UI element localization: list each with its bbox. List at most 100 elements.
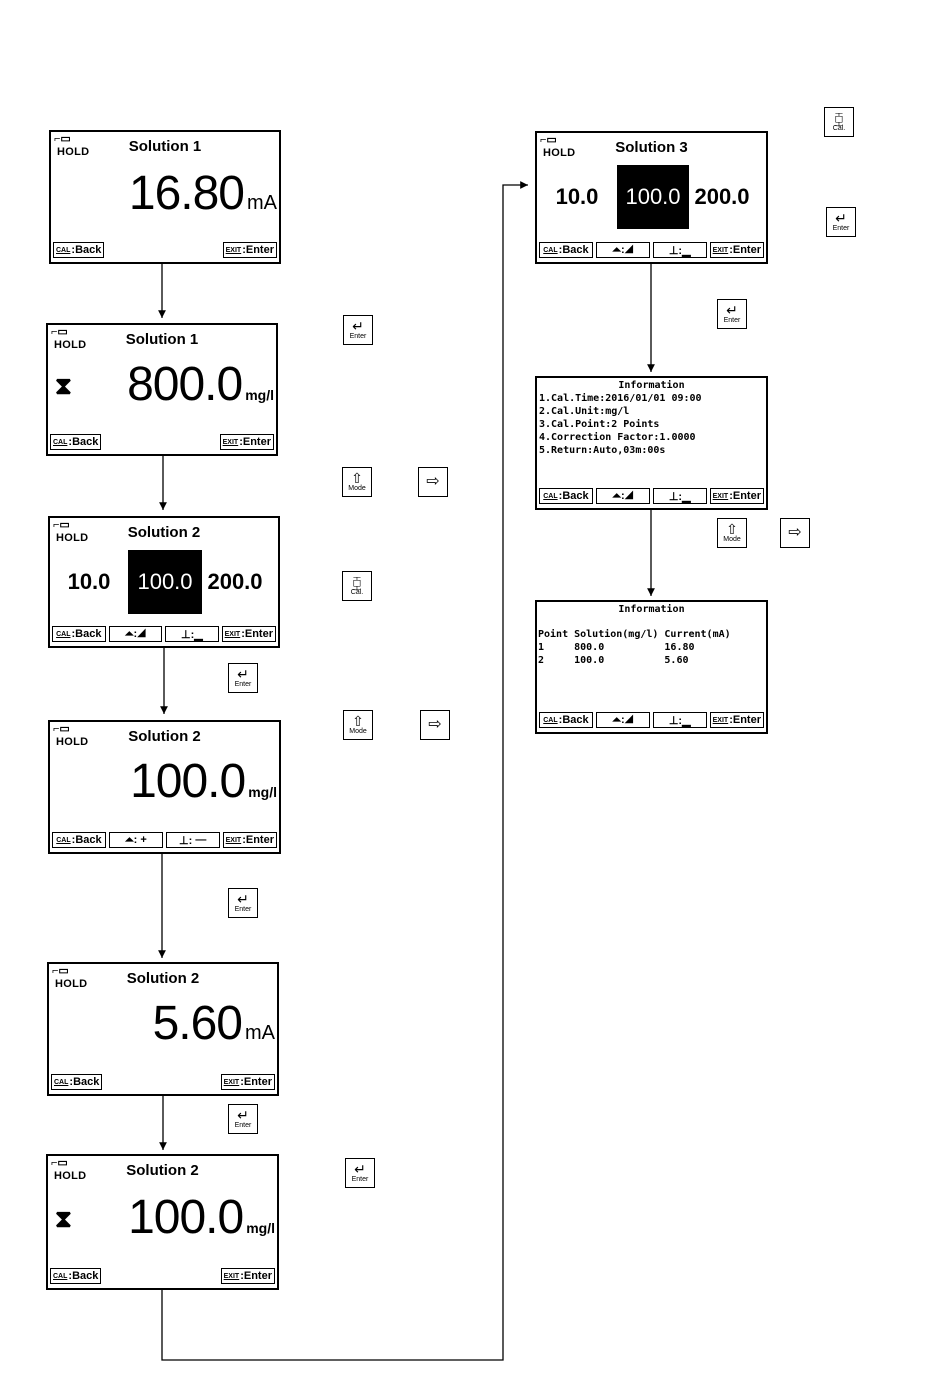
- back-softkey[interactable]: CAL:Back: [52, 832, 106, 848]
- solution-selector: 10.0 100.0 200.0: [50, 550, 278, 614]
- down-softkey[interactable]: ⊥:▁: [652, 712, 707, 728]
- enter-softkey[interactable]: EXIT:Enter: [709, 488, 764, 504]
- screen-information-summary: Information 1.Cal.Time:2016/01/01 09:00 …: [535, 376, 768, 510]
- cal-key[interactable]: ⧮ Cal.: [342, 571, 372, 601]
- enter-icon: ↵: [237, 1107, 249, 1123]
- enter-softkey[interactable]: EXIT:Enter: [222, 832, 277, 848]
- option-right[interactable]: 200.0: [207, 569, 263, 594]
- back-softkey[interactable]: CAL:Back: [51, 1074, 103, 1090]
- column-header: Current(mA): [664, 629, 731, 640]
- table-cell: 2: [538, 655, 545, 666]
- hold-indicator: HOLD: [56, 532, 89, 544]
- up-softkey[interactable]: ⏶:◢: [108, 626, 163, 642]
- enter-softkey[interactable]: EXIT:Enter: [709, 242, 764, 258]
- option-left[interactable]: 10.0: [555, 184, 599, 209]
- up-softkey[interactable]: ⏶:◢: [595, 712, 650, 728]
- down-softkey[interactable]: ⊥:▁: [652, 488, 707, 504]
- status-area: ⌐▭ HOLD: [51, 326, 91, 352]
- option-right[interactable]: 200.0: [694, 184, 750, 209]
- probe-monitor-icon: ⌐▭: [540, 134, 557, 146]
- option-selected[interactable]: 100.0: [617, 165, 689, 229]
- probe-monitor-icon: ⌐▭: [52, 965, 69, 977]
- hold-indicator: HOLD: [54, 1170, 87, 1182]
- enter-softkey[interactable]: EXIT:Enter: [222, 242, 277, 258]
- hourglass-icon: ⧗: [55, 1206, 72, 1233]
- reading: 800.0 mg/l: [127, 357, 274, 412]
- up-icon: ⏶:◢: [612, 713, 634, 726]
- screen-title: Solution 2: [126, 1162, 199, 1179]
- softkey-bar: CAL:Back ⏶:◢ ⊥:▁ EXIT:Enter: [539, 488, 764, 506]
- hourglass-icon: ⧗: [55, 373, 72, 400]
- screen-solution2-stabilizing: ⌐▭ HOLD Solution 2 ⧗ 100.0 mg/l CAL:Back…: [46, 1154, 279, 1290]
- reading: 16.80 mA: [129, 166, 277, 221]
- softkey-bar: CAL:Back EXIT:Enter: [50, 1268, 275, 1286]
- solution-selector: 10.0 100.0 200.0: [537, 165, 766, 229]
- cal-icon: ⧮: [352, 574, 362, 590]
- back-softkey[interactable]: CAL:Back: [50, 1268, 102, 1284]
- enter-key[interactable]: ↵ Enter: [228, 1104, 258, 1134]
- info-title: Information: [618, 380, 685, 391]
- cal-key[interactable]: ⧮ Cal.: [824, 107, 854, 137]
- info-line: 3.Cal.Point:2 Points: [539, 419, 660, 430]
- back-softkey[interactable]: CAL:Back: [53, 242, 105, 258]
- up-icon: ⏶:: [124, 833, 138, 846]
- info-line: 4.Correction Factor:1.0000: [539, 432, 696, 443]
- mode-key[interactable]: ⇧ Mode: [717, 518, 747, 548]
- softkey-bar: CAL:Back EXIT:Enter: [53, 242, 277, 260]
- enter-softkey[interactable]: EXIT:Enter: [220, 1074, 275, 1090]
- screen-title: Solution 1: [125, 331, 199, 348]
- decrease-softkey[interactable]: ⊥: —: [165, 832, 220, 848]
- enter-key[interactable]: ↵ Enter: [345, 1158, 375, 1188]
- table-cell: 16.80: [664, 642, 695, 653]
- enter-key[interactable]: ↵ Enter: [228, 663, 258, 693]
- enter-key[interactable]: ↵ Enter: [826, 207, 856, 237]
- option-selected[interactable]: 100.0: [128, 550, 202, 614]
- hold-indicator: HOLD: [543, 147, 576, 159]
- reading-value: 16.80: [128, 167, 245, 220]
- option-left[interactable]: 10.0: [67, 569, 111, 594]
- mode-key[interactable]: ⇧ Mode: [342, 467, 372, 497]
- back-softkey[interactable]: CAL:Back: [52, 626, 106, 642]
- enter-key[interactable]: ↵ Enter: [717, 299, 747, 329]
- back-softkey[interactable]: CAL:Back: [539, 242, 593, 258]
- softkey-bar: CAL:Back EXIT:Enter: [51, 1074, 275, 1092]
- back-softkey[interactable]: CAL:Back: [539, 488, 593, 504]
- up-softkey[interactable]: ⏶:◢: [595, 488, 650, 504]
- right-arrow-icon: ⇨: [428, 716, 442, 733]
- info-line: 1.Cal.Time:2016/01/01 09:00: [539, 393, 702, 404]
- enter-softkey[interactable]: EXIT:Enter: [220, 1268, 275, 1284]
- right-arrow-icon: ⇨: [788, 524, 802, 541]
- up-softkey[interactable]: ⏶:◢: [595, 242, 650, 258]
- back-softkey[interactable]: CAL:Back: [50, 434, 102, 450]
- enter-softkey[interactable]: EXIT:Enter: [219, 434, 274, 450]
- enter-key[interactable]: ↵ Enter: [343, 315, 373, 345]
- reading-unit: mg/l: [248, 784, 277, 800]
- enter-softkey[interactable]: EXIT:Enter: [221, 626, 276, 642]
- increase-softkey[interactable]: ⏶: +: [108, 832, 163, 848]
- down-icon: ⊥:▁: [668, 244, 691, 257]
- screen-solution1-stabilizing: ⌐▭ HOLD Solution 1 ⧗ 800.0 mg/l CAL:Back…: [46, 323, 278, 456]
- screen-title: Solution 3: [615, 139, 688, 156]
- enter-key[interactable]: ↵ Enter: [228, 888, 258, 918]
- reading-unit: mA: [247, 192, 277, 214]
- reading-value: 800.0: [127, 358, 243, 411]
- probe-monitor-icon: ⌐▭: [51, 326, 68, 338]
- down-softkey[interactable]: ⊥:▁: [165, 626, 219, 642]
- reading-value: 100.0: [128, 1191, 244, 1244]
- right-arrow-key[interactable]: ⇨: [780, 518, 810, 548]
- down-softkey[interactable]: ⊥:▁: [652, 242, 707, 258]
- screen-solution1-current: ⌐▭ HOLD Solution 1 16.80 mA CAL:Back EXI…: [49, 130, 281, 264]
- enter-softkey[interactable]: EXIT:Enter: [709, 712, 764, 728]
- back-softkey[interactable]: CAL:Back: [539, 712, 593, 728]
- probe-monitor-icon: ⌐▭: [53, 519, 70, 531]
- mode-key[interactable]: ⇧ Mode: [343, 710, 373, 740]
- screen-title: Solution 1: [128, 138, 202, 155]
- status-area: ⌐▭ HOLD: [540, 134, 580, 160]
- enter-icon: ↵: [726, 302, 738, 318]
- right-arrow-key[interactable]: ⇨: [418, 467, 448, 497]
- softkey-bar: CAL:Back ⏶: + ⊥: — EXIT:Enter: [52, 832, 277, 850]
- right-arrow-key[interactable]: ⇨: [420, 710, 450, 740]
- status-area: ⌐▭ HOLD: [53, 724, 93, 749]
- reading-value: 5.60: [152, 997, 243, 1050]
